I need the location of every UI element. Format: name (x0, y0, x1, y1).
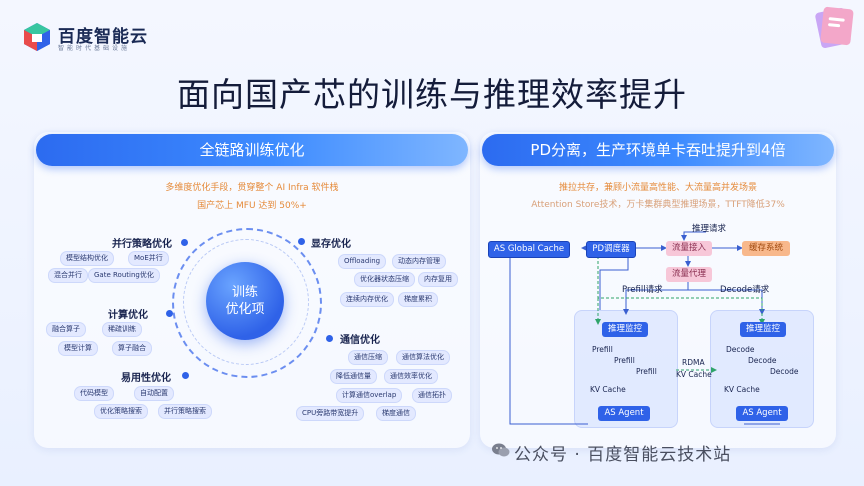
inference-flow-connectors (509, 231, 780, 425)
pill-parallel-search: 并行策略搜索 (158, 404, 212, 419)
pill-dynamic-mem: 动态内存管理 (392, 254, 446, 269)
traffic-ingress-node: 流量接入 (666, 241, 712, 256)
pill-code-model: 代码模型 (74, 386, 114, 401)
rdma-kv-label: KV Cache (676, 370, 712, 379)
baidu-cloud-logo-icon (24, 23, 50, 51)
category-parallel: 并行策略优化 (112, 239, 172, 250)
inference-subtitle-2: Attention Store技术，万卡集群典型推理场景，TTFT降低37% (531, 200, 785, 210)
pill-cpu-bypass: CPU旁路带宽提升 (296, 406, 365, 421)
comm-dot (326, 335, 333, 342)
core-label-1: 训练 (231, 285, 258, 300)
pd-scheduler-node: PD调度器 (586, 241, 636, 258)
pill-auto-config: 自动配置 (134, 386, 174, 401)
category-comm: 通信优化 (340, 335, 380, 346)
outer-ring (172, 228, 322, 378)
monitor-left-node: 推理监控 (602, 322, 648, 337)
inference-panel-header: PD分离，生产环境单卡吞吐提升到4倍 (482, 134, 834, 166)
usability-dot (182, 372, 189, 379)
pill-model-structure: 模型结构优化 (60, 251, 114, 266)
pill-offloading: Offloading (338, 254, 387, 269)
pill-fused-op: 融合算子 (46, 322, 86, 337)
pill-comm-topology: 通信拓扑 (412, 388, 452, 403)
pill-model-compute: 模型计算 (58, 341, 98, 356)
parallel-dot (181, 239, 188, 246)
training-subtitle-2: 国产芯上 MFU 达到 50%+ (197, 201, 307, 211)
pill-optimizer-compress: 优化器状态压缩 (354, 272, 415, 287)
pill-mem-reuse: 内存复用 (418, 272, 458, 287)
inner-ring (183, 239, 309, 365)
training-panel-header: 全链路训练优化 (36, 134, 468, 166)
brand-tagline: 智能时代基础设施 (58, 45, 131, 52)
pill-overlap: 计算通信overlap (336, 388, 403, 403)
inference-subtitle-1: 推拉共存，兼顾小流量高性能、大流量高并发场景 (558, 183, 757, 193)
pill-op-fusion: 算子融合 (112, 341, 152, 356)
decorative-card-icon (815, 6, 854, 48)
pill-moe-parallel: MoE并行 (128, 251, 169, 266)
decode-3: Decode (770, 367, 799, 376)
as-agent-left-node: AS Agent (598, 406, 650, 421)
cache-system-node: 缓存系统 (742, 241, 790, 256)
category-memory: 显存优化 (311, 239, 351, 250)
pill-comm-efficiency: 通信效率优化 (384, 369, 438, 384)
decode-request-label: Decode请求 (720, 285, 770, 295)
pill-strategy-search: 优化策略搜索 (94, 404, 148, 419)
monitor-right-node: 推理监控 (740, 322, 786, 337)
pill-reduce-comm: 降低通信量 (330, 369, 377, 384)
pill-sparse-train: 稀疏训练 (102, 322, 142, 337)
decode-2: Decode (748, 356, 777, 365)
compute-dot (166, 310, 173, 317)
prefill-3: Prefill (636, 367, 657, 376)
pill-gate-routing: Gate Routing优化 (88, 268, 160, 283)
training-core: 训练 优化项 (206, 262, 284, 340)
prefill-2: Prefill (614, 356, 635, 365)
rdma-label: RDMA (682, 358, 705, 367)
category-usability: 易用性优化 (121, 373, 171, 384)
prefill-1: Prefill (592, 345, 613, 354)
pill-continuous-mem: 连续内存优化 (340, 292, 394, 307)
training-subtitle-1: 多维度优化手段，贯穿整个 AI Infra 软件栈 (165, 183, 339, 193)
traffic-proxy-node: 流量代理 (666, 267, 712, 282)
decode-1: Decode (726, 345, 755, 354)
pill-mixed-parallel: 混合并行 (48, 268, 88, 283)
as-agent-right-node: AS Agent (736, 406, 788, 421)
inference-request-label: 推理请求 (692, 224, 727, 234)
kv-cache-left-label: KV Cache (590, 385, 626, 394)
brand-name: 百度智能云 (58, 27, 148, 47)
as-global-cache-node: AS Global Cache (488, 241, 570, 258)
pill-grad-comm: 梯度通信 (376, 406, 416, 421)
core-label-2: 优化项 (225, 302, 265, 317)
category-compute: 计算优化 (108, 310, 148, 321)
pill-comm-algo: 通信算法优化 (396, 350, 450, 365)
page-title: 面向国产芯的训练与推理效率提升 (177, 75, 687, 114)
kv-cache-right-label: KV Cache (724, 385, 760, 394)
wechat-icon (492, 443, 510, 457)
watermark-text: 公众号 · 百度智能云技术站 (514, 445, 732, 465)
prefill-request-label: Prefill请求 (622, 285, 663, 295)
pill-grad-accum: 梯度累积 (398, 292, 438, 307)
pill-comm-compress: 通信压缩 (348, 350, 388, 365)
memory-dot (298, 238, 305, 245)
